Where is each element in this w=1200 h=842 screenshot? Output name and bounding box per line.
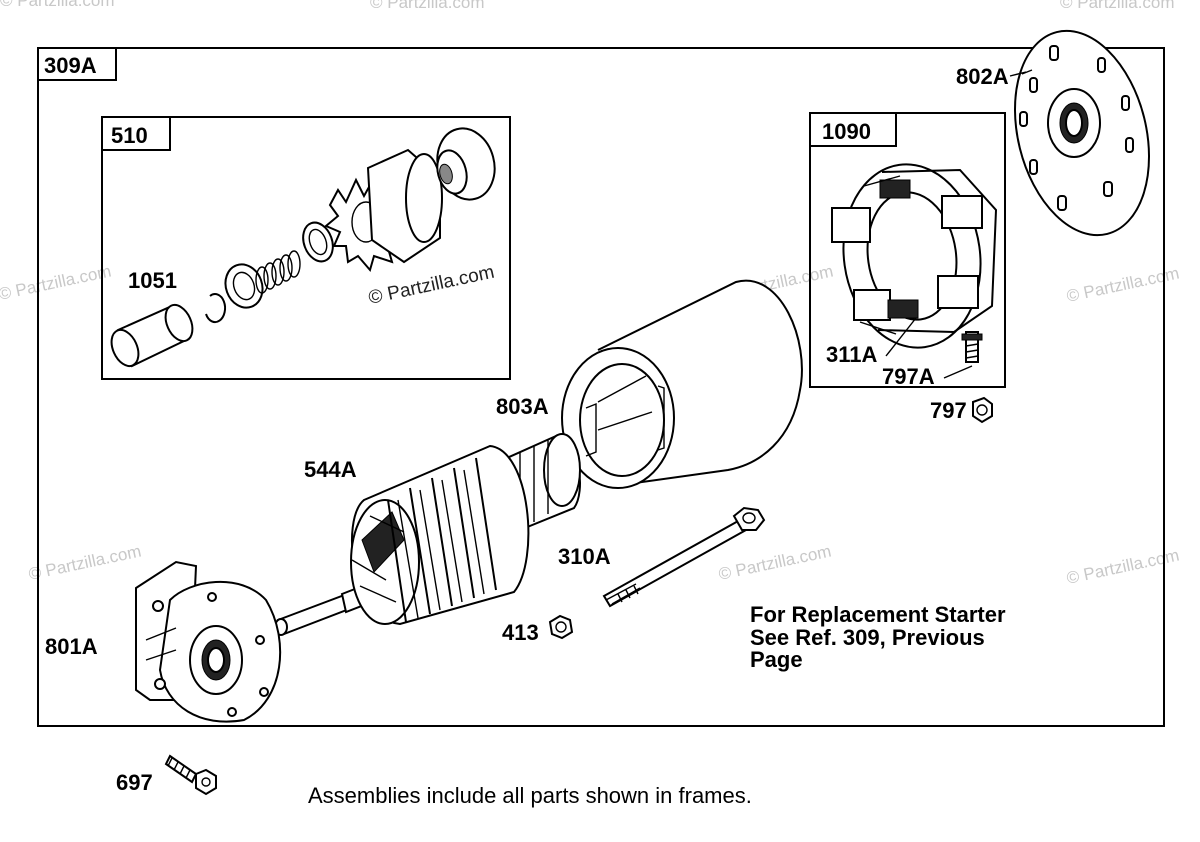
bolt-697 [164,754,217,796]
end-cap-802a [1013,29,1151,237]
leader-802a [1009,71,1027,77]
footer-text: Assemblies include all parts shown in fr… [308,783,752,808]
frame-1090-tag [809,112,897,147]
housing-803a [561,279,803,489]
nut-413 [548,614,574,640]
frame-309a-tag [37,47,117,81]
watermark: © Partzilla.com [27,542,143,584]
label-311a: 311A [826,342,877,367]
watermark: © Partzilla.com [1060,0,1175,12]
replacement-note: For Replacement Starter See Ref. 309, Pr… [750,602,1006,672]
frame-1090-label: 1090 [822,119,871,144]
label-802a: 802A [956,64,1009,89]
frame-510 [101,116,511,380]
through-bolt-310a [602,506,766,608]
label-797a: 797A [882,364,935,389]
drive-assembly-parts [110,127,496,368]
frame-510-label: 510 [111,123,148,148]
watermark-dark: © Partzilla.com [367,262,497,309]
watermark: © Partzilla.com [717,542,833,584]
clutch-housing [366,148,443,264]
collar-part [224,263,264,309]
cup-part [302,221,334,263]
label-413: 413 [502,620,539,645]
note-line-1: For Replacement Starter [750,602,1006,627]
label-803a: 803A [496,394,549,419]
note-line-2: See Ref. 309, Previous [750,625,985,650]
leader-311a [885,317,917,357]
watermark: © Partzilla.com [0,0,115,10]
watermark: © Partzilla.com [0,262,113,304]
armature-544a [274,433,581,636]
brush-holder [831,163,998,363]
label-797: 797 [930,398,967,423]
label-310a: 310A [558,544,611,569]
nut-797 [972,396,993,424]
frame-309a-label: 309A [44,53,97,78]
frame-309a [37,47,1165,727]
frame-1090 [809,112,1006,388]
retaining-ring [205,293,227,324]
leader-797a [943,365,973,379]
note-line-3: Page [750,647,803,672]
sleeve-part [110,303,194,368]
end-plate-801a [135,560,282,723]
label-544a: 544A [304,457,357,482]
label-801a: 801A [45,634,98,659]
stop-cap [436,127,496,201]
watermark: © Partzilla.com [370,0,485,12]
frame-510-tag [101,116,171,151]
spring-part [255,250,301,294]
label-697: 697 [116,770,153,795]
label-1051: 1051 [128,268,177,293]
